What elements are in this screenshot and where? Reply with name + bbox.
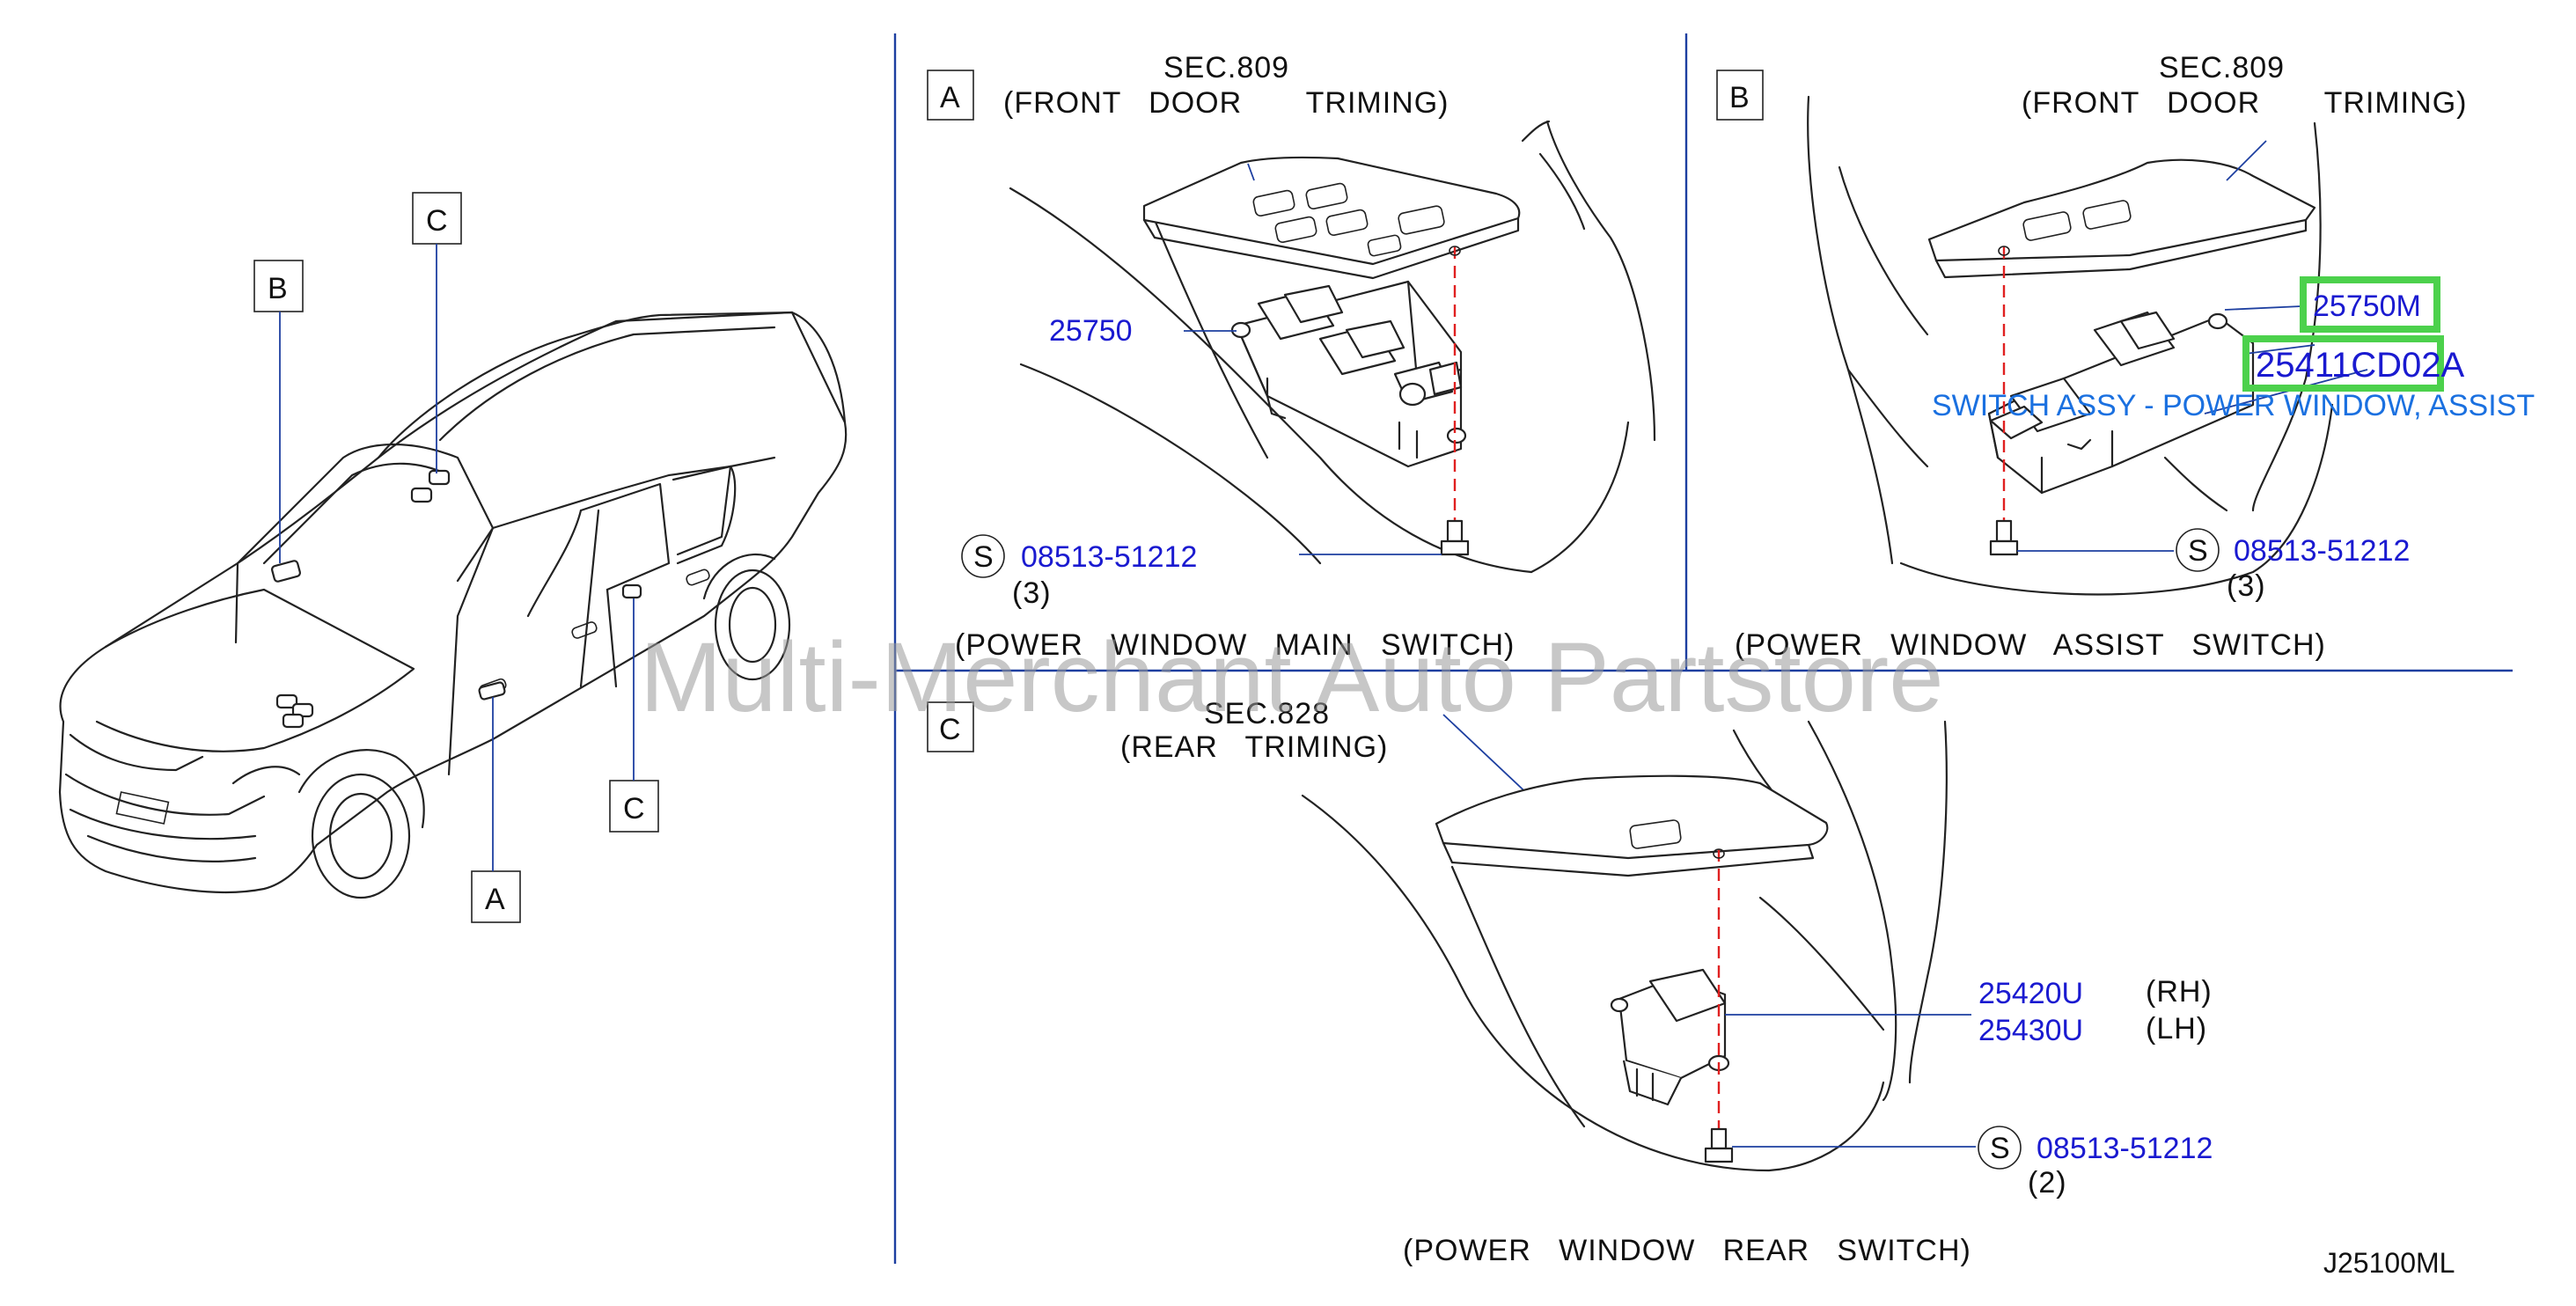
svg-text:C: C <box>623 792 645 825</box>
watermark: Multi-Merchant Auto Partstore <box>640 622 1943 732</box>
panel-b-letter: B <box>1729 81 1750 114</box>
callout-b: B <box>253 260 304 563</box>
part-number-25411CD02A[interactable]: 25411CD02A <box>2256 346 2465 385</box>
panel-c-letter: C <box>939 713 961 746</box>
part-number-screw-a[interactable]: 08513-51212 <box>1021 540 1197 574</box>
car-illustration <box>58 311 848 899</box>
caption-b: (POWER WINDOW ASSIST SWITCH) <box>1735 628 2326 662</box>
main-switch-assy <box>1230 280 1467 468</box>
caption-c: (POWER WINDOW REAR SWITCH) <box>1403 1234 1971 1267</box>
panel-c-sec-desc: (REAR TRIMING) <box>1120 730 1388 764</box>
panel-a-sec-desc: (FRONT DOOR TRIMING) <box>1003 86 1449 120</box>
part-number-screw-c[interactable]: 08513-51212 <box>2037 1132 2213 1165</box>
highlight-25411CD02A <box>2242 335 2444 392</box>
part-number-25750[interactable]: 25750 <box>1049 314 1133 348</box>
panel-a-letter: A <box>940 81 960 114</box>
svg-text:B: B <box>268 272 288 305</box>
callout-a: A <box>471 697 521 923</box>
screw-symbol-c: S <box>1990 1132 2010 1165</box>
callout-c-top: C <box>412 192 462 473</box>
panel-b: B SEC.809 (FRONT DOOR TRIMING) <box>1716 51 2535 662</box>
screw-a <box>1440 519 1470 556</box>
panel-a-sec-ref: SEC.809 <box>1163 51 1289 84</box>
side-lh: (LH) <box>2146 1012 2207 1046</box>
drawing-code: J25100ML <box>2323 1247 2455 1279</box>
caption-a: (POWER WINDOW MAIN SWITCH) <box>955 628 1515 662</box>
car-switch-c-top <box>428 469 451 486</box>
callout-c-bottom: C <box>609 598 659 833</box>
panel-c-sec-ref: SEC.828 <box>1204 697 1330 730</box>
screw-qty-c: (2) <box>2028 1166 2067 1200</box>
rear-switch-assy <box>1610 968 1730 1106</box>
car-switch-c-bottom <box>621 583 642 599</box>
armrest-button-c <box>1629 819 1682 849</box>
screw-b <box>1989 519 2019 556</box>
screw-qty-b: (3) <box>2227 569 2266 603</box>
panel-b-sec-ref: SEC.809 <box>2159 51 2285 84</box>
svg-text:A: A <box>485 883 505 916</box>
screw-qty-a: (3) <box>1012 576 1052 610</box>
armrest-buttons-a <box>1252 182 1445 257</box>
car-switch-b <box>270 560 302 583</box>
panel-b-sec-desc: (FRONT DOOR TRIMING) <box>2022 86 2468 120</box>
svg-text:C: C <box>426 204 448 238</box>
screw-symbol-a: S <box>973 540 994 574</box>
assy-description: SWITCH ASSY - POWER WINDOW, ASSIST <box>1932 389 2535 422</box>
car-switch-a <box>478 681 506 701</box>
part-number-25750M[interactable]: 25750M <box>2313 290 2421 323</box>
screw-symbol-b: S <box>2188 534 2208 568</box>
panel-a: A SEC.809 (FRONT DOOR TRIMING) <box>927 51 1656 662</box>
highlight-25750M <box>2300 276 2440 333</box>
part-number-screw-b[interactable]: 08513-51212 <box>2234 534 2410 568</box>
panel-c: C SEC.828 (REAR TRIMING) <box>927 697 2213 1267</box>
armrest-buttons-b <box>2022 200 2132 241</box>
part-number-25420U[interactable]: 25420U <box>1978 977 2083 1010</box>
part-number-25430U[interactable]: 25430U <box>1978 1014 2083 1047</box>
side-rh: (RH) <box>2146 975 2213 1009</box>
screw-c <box>1704 1127 1734 1163</box>
